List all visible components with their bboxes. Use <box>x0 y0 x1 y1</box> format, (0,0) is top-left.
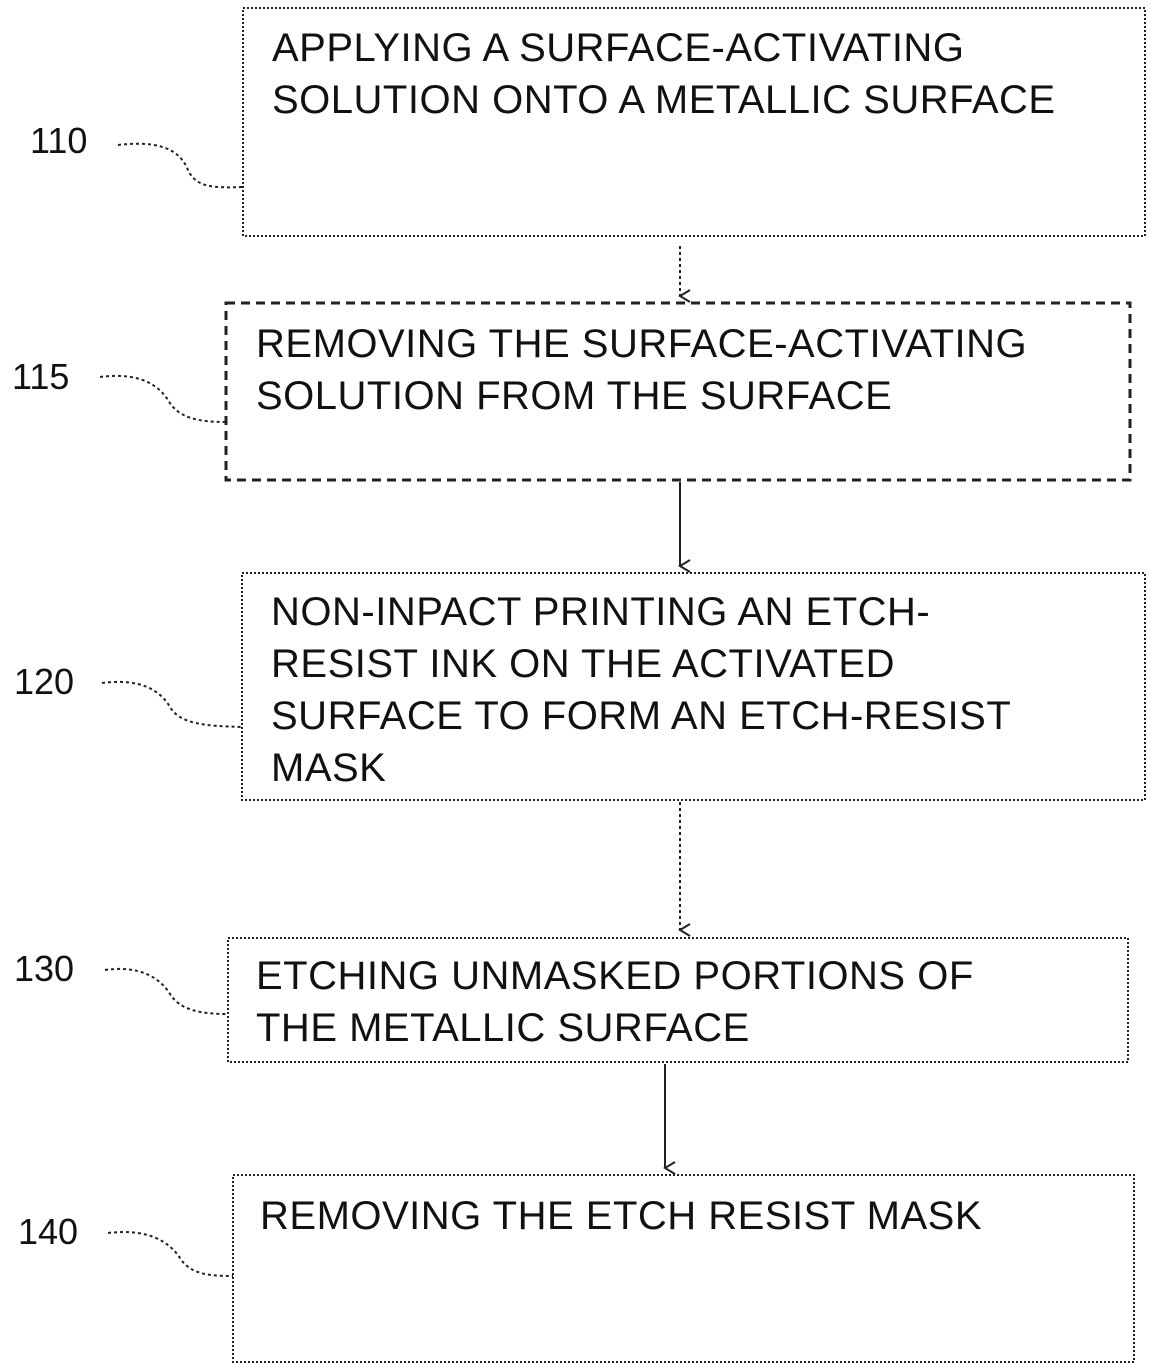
leader-line-140 <box>108 1232 233 1276</box>
leader-line-110 <box>118 144 243 188</box>
ref-label-115: 115 <box>12 356 69 398</box>
leader-line-120 <box>102 682 242 727</box>
step-text-140: REMOVING THE ETCH RESIST MASK <box>260 1190 1120 1242</box>
leader-line-115 <box>100 376 226 422</box>
ref-label-110: 110 <box>30 120 87 162</box>
step-text-115: REMOVING THE SURFACE-ACTIVATING SOLUTION… <box>256 318 1116 422</box>
ref-label-140: 140 <box>18 1211 78 1253</box>
step-text-120: NON-INPACT PRINTING AN ETCH- RESIST INK … <box>271 586 1131 794</box>
ref-label-120: 120 <box>14 661 74 703</box>
ref-label-130: 130 <box>14 948 74 990</box>
leader-line-130 <box>105 969 228 1014</box>
step-text-110: APPLYING A SURFACE-ACTIVATING SOLUTION O… <box>272 22 1132 126</box>
step-text-130: ETCHING UNMASKED PORTIONS OF THE METALLI… <box>256 950 1116 1054</box>
